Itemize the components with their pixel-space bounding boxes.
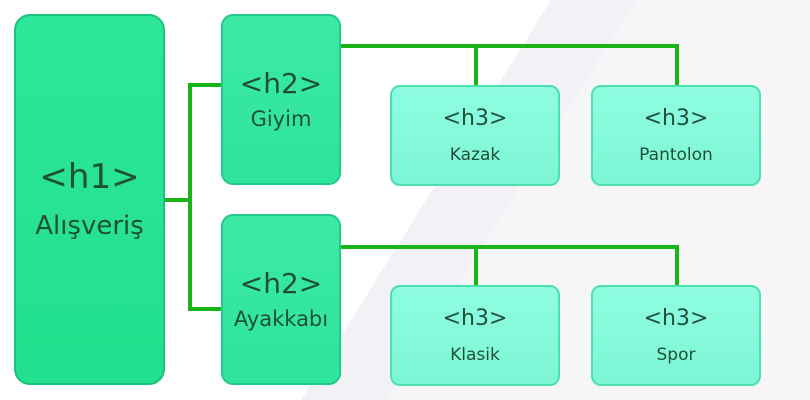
node-h3-kazak: <h3> Kazak [390, 85, 560, 186]
node-label: Alışveriş [35, 210, 144, 241]
node-h3-pantolon: <h3> Pantolon [591, 85, 761, 186]
node-h3-klasik: <h3> Klasik [390, 285, 560, 386]
node-tag: <h3> [643, 305, 709, 331]
node-tag: <h3> [442, 105, 508, 131]
node-label: Klasik [450, 344, 500, 365]
node-h2-ayakkabi: <h2> Ayakkabı [221, 214, 341, 385]
node-h3-spor: <h3> Spor [591, 285, 761, 386]
node-label: Kazak [449, 144, 501, 165]
node-label: Pantolon [639, 144, 713, 165]
node-tag: <h1> [39, 156, 140, 197]
node-h2-giyim: <h2> Giyim [221, 14, 341, 185]
node-tag: <h3> [643, 105, 709, 131]
node-label: Ayakkabı [233, 306, 329, 331]
node-label: Giyim [250, 106, 312, 131]
node-tag: <h2> [239, 66, 323, 100]
node-tag: <h2> [239, 266, 323, 300]
node-label: Spor [656, 344, 696, 365]
node-tag: <h3> [442, 305, 508, 331]
node-h1-alisveris: <h1> Alışveriş [14, 14, 165, 385]
